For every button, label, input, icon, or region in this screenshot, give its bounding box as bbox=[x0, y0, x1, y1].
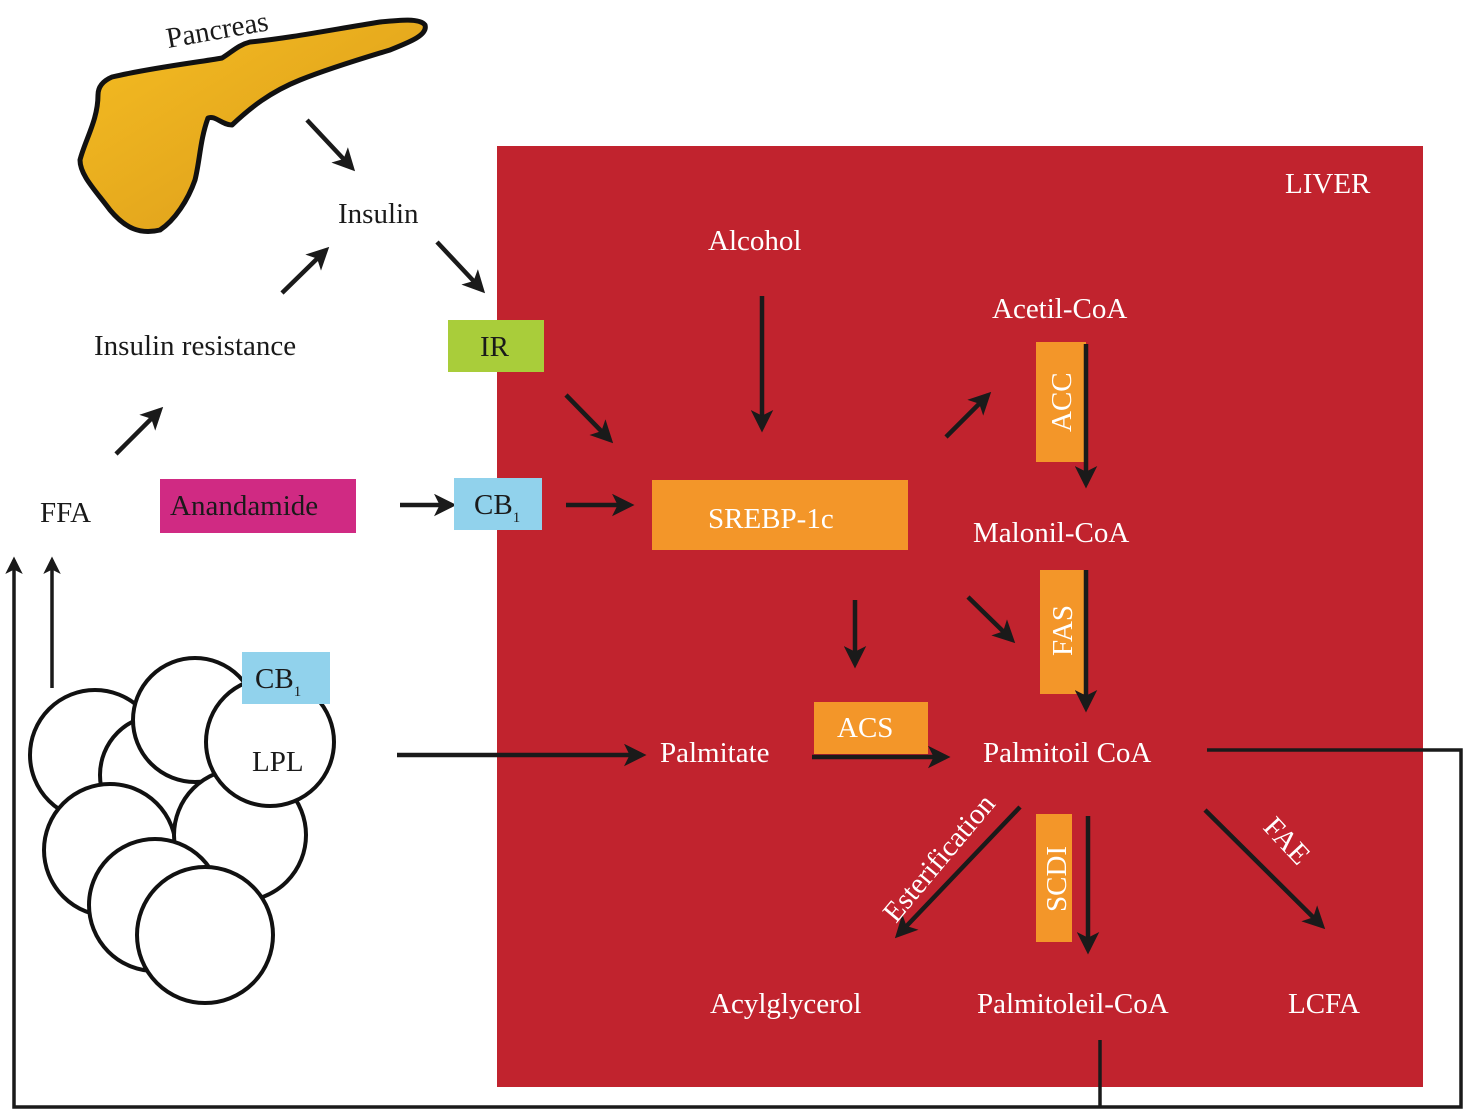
acs-label: ACS bbox=[837, 712, 893, 744]
arrow-srebp-to-fas bbox=[966, 595, 1016, 644]
acc-label: ACC bbox=[1046, 372, 1078, 432]
arrow-pancreas-to-insulin bbox=[305, 118, 356, 172]
palmitate-label: Palmitate bbox=[660, 737, 770, 769]
cb1-adipocyte-label: CB1 bbox=[255, 663, 301, 700]
arrow-srebp-to-acetil-coa bbox=[944, 391, 992, 439]
pancreas-organ: Pancreas bbox=[77, 5, 428, 235]
srebp-label: SREBP-1c bbox=[708, 503, 834, 535]
ir-label: IR bbox=[480, 331, 510, 363]
palmitoil-coa-label: Palmitoil CoA bbox=[983, 737, 1151, 769]
scdi-enzyme: SCDI bbox=[1036, 814, 1073, 942]
arrow-fae bbox=[1203, 808, 1326, 930]
scdi-label: SCDI bbox=[1041, 846, 1073, 912]
acetil-coa-label: Acetil-CoA bbox=[992, 293, 1127, 325]
ffa-label: FFA bbox=[40, 497, 91, 529]
connector-palmitoil-to-ffa bbox=[5, 556, 1463, 1109]
liver-compartment bbox=[497, 146, 1423, 1087]
alcohol-label: Alcohol bbox=[708, 225, 801, 257]
ir-receptor: IR bbox=[448, 320, 544, 372]
arrow-esterification bbox=[894, 805, 1022, 939]
malonil-coa-label: Malonil-CoA bbox=[973, 517, 1129, 549]
acs-enzyme: ACS bbox=[814, 702, 928, 754]
srebp-1c-box: SREBP-1c bbox=[652, 480, 908, 550]
arrow-ffa-to-insulin-resistance bbox=[114, 406, 164, 456]
fas-enzyme: FAS bbox=[1040, 570, 1088, 694]
lcfa-label: LCFA bbox=[1288, 988, 1360, 1020]
arrow-ir-to-srebp bbox=[564, 393, 614, 444]
liver-label: LIVER bbox=[1285, 168, 1371, 200]
adipocyte bbox=[135, 865, 275, 1005]
insulin-resistance-label: Insulin resistance bbox=[94, 330, 296, 362]
lpl-label: LPL bbox=[252, 746, 304, 778]
pancreas-shape bbox=[77, 17, 428, 235]
cb1-receptor-adipocyte: CB1 bbox=[242, 652, 330, 704]
anandamide-label: Anandamide bbox=[170, 490, 318, 522]
cb1-label: CB1 bbox=[474, 489, 520, 526]
arrow-insulin-resistance-to-insulin bbox=[280, 246, 330, 295]
palmitoleil-coa-label: Palmitoleil-CoA bbox=[977, 988, 1169, 1020]
cb1-receptor-liver: CB1 bbox=[454, 478, 542, 530]
anandamide-box: Anandamide bbox=[160, 479, 356, 533]
acylglycerol-label: Acylglycerol bbox=[710, 988, 861, 1020]
fas-label: FAS bbox=[1047, 605, 1079, 656]
arrow-insulin-to-ir bbox=[435, 240, 486, 294]
adipocyte-cluster: LPL bbox=[28, 656, 336, 1005]
insulin-label: Insulin bbox=[338, 198, 419, 230]
acc-enzyme: ACC bbox=[1036, 342, 1086, 462]
